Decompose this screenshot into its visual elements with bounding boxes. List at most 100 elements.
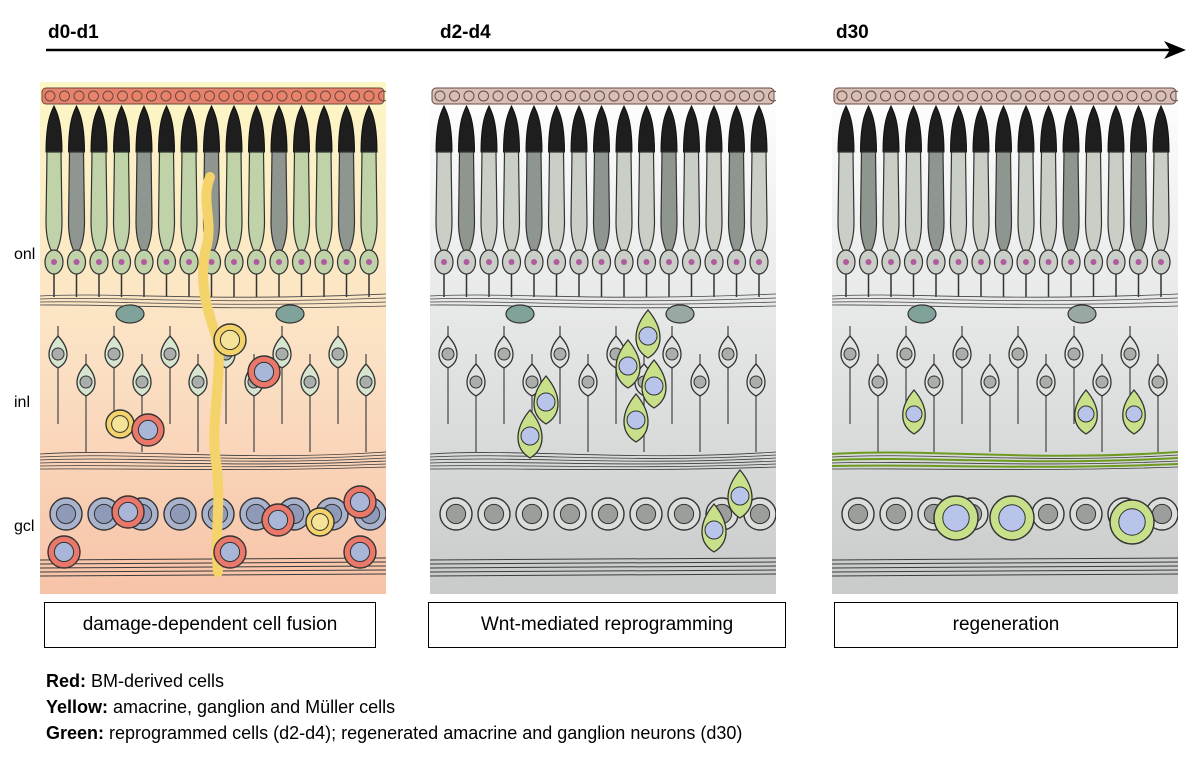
bipolar-nucleus: [899, 347, 913, 361]
photoreceptor-nucleus: [486, 259, 492, 265]
rpe-cell: [923, 90, 935, 102]
outer-segment: [247, 104, 266, 153]
outer-segment: [592, 104, 611, 153]
photoreceptor-nucleus: [508, 259, 515, 265]
ipl-fiber: [832, 463, 1178, 468]
photoreceptor-nucleus: [1090, 259, 1097, 265]
horizontal-cell: [275, 304, 305, 324]
photoreceptor-nucleus: [96, 259, 102, 265]
ganglion-cell: [667, 497, 701, 531]
stage-label-d2-d4: d2-d4: [440, 22, 491, 43]
retina-panel-fusion: [40, 82, 386, 594]
cell-nucleus: [749, 503, 771, 525]
ganglion-cell: [49, 497, 83, 531]
rpe-cell: [291, 90, 302, 102]
highlight-cells: [47, 172, 377, 577]
cell-nucleus: [597, 503, 619, 525]
bipolar-nucleus: [1151, 375, 1165, 389]
retina-panel-regeneration: [832, 82, 1178, 594]
inner-segment: [337, 151, 356, 259]
photoreceptor-nucleus: [1000, 259, 1007, 265]
regenerated-ganglion: [933, 495, 979, 541]
inner-segment: [994, 151, 1013, 259]
ganglion-cell: [1069, 497, 1103, 531]
cell-nucleus: [53, 541, 75, 563]
rpe-cell: [247, 90, 259, 102]
rpe-cell: [233, 90, 244, 102]
cell-nucleus: [349, 541, 371, 563]
rpe-cell: [102, 90, 114, 102]
rpe-cell: [1112, 90, 1123, 102]
outer-segment: [135, 104, 153, 153]
photoreceptor-nucleus: [955, 259, 962, 265]
rpe-cell: [710, 90, 721, 102]
photoreceptor-nucleus: [978, 259, 984, 265]
cell-nucleus: [137, 419, 159, 441]
rpe-cell: [938, 90, 949, 102]
rpe-cell: [1039, 90, 1051, 102]
photoreceptor-nucleus: [1023, 259, 1029, 265]
photoreceptor-nucleus: [163, 259, 170, 265]
bipolar-nucleus: [469, 375, 483, 389]
ipl-fiber: [430, 466, 776, 470]
cell-nucleus: [349, 491, 371, 513]
inner-segment: [615, 151, 633, 259]
photoreceptor-nucleus: [733, 259, 740, 265]
rpe-cell: [1083, 90, 1094, 102]
rpe-cell: [637, 90, 649, 102]
bipolar-nucleus: [51, 347, 65, 361]
inner-segment: [270, 151, 288, 259]
rpe-cell: [1155, 90, 1167, 102]
rpe-cell: [262, 90, 273, 102]
highlight-cells: [902, 388, 1155, 545]
outer-segment: [90, 104, 108, 153]
inner-segment: [750, 151, 768, 259]
rpe-cell: [131, 90, 143, 102]
ipl-band: [40, 451, 386, 470]
rpe-cell: [1025, 90, 1036, 102]
inner-segment: [90, 151, 108, 259]
cell-nucleus: [885, 503, 907, 525]
rpe-cell: [1097, 90, 1109, 102]
inner-segment: [637, 151, 656, 259]
inner-segment: [480, 151, 498, 259]
rpe-strip: [833, 87, 1177, 105]
ipl-fiber: [430, 451, 776, 457]
photoreceptor-nucleus: [621, 259, 627, 265]
ganglion-cell: [743, 497, 776, 531]
layer-label-inl: inl: [14, 394, 31, 411]
amacrine-cell: [105, 409, 135, 439]
cell-nucleus: [673, 503, 695, 525]
photoreceptor-nucleus: [531, 259, 537, 265]
photoreceptor-nucleus: [253, 259, 260, 265]
cell-nucleus: [267, 509, 289, 531]
outer-segment: [1062, 104, 1080, 153]
bm-derived-cell: [47, 535, 81, 569]
reprogrammed-nucleus: [644, 376, 664, 396]
rpe-cell: [463, 90, 475, 102]
outer-segment: [750, 104, 768, 153]
nerve-fiber: [430, 557, 776, 561]
inner-segment: [927, 151, 945, 259]
highlight-cells: [517, 308, 753, 553]
ipl-fiber: [430, 460, 776, 465]
rpe-cell: [204, 90, 215, 102]
inner-segment: [1062, 151, 1080, 259]
rpe-layer: [833, 87, 1178, 105]
inner-segment: [247, 151, 266, 259]
rpe-cell: [880, 90, 891, 102]
rpe-strip: [431, 87, 775, 105]
rpe-cell: [981, 90, 993, 102]
inner-segment: [525, 151, 543, 259]
outer-segment: [682, 104, 701, 153]
rpe-cell: [952, 90, 964, 102]
rpe-cell: [378, 90, 386, 102]
photoreceptor-nucleus: [1113, 259, 1119, 265]
horizontal-cell: [115, 304, 145, 324]
outer-segment: [457, 104, 476, 153]
rpe-cell: [579, 90, 591, 102]
reprogrammed-nucleus: [730, 486, 750, 506]
legend-red: Red: BM-derived cells: [46, 668, 224, 694]
inl-layer: [438, 326, 766, 452]
photoreceptor-nucleus: [711, 259, 717, 265]
